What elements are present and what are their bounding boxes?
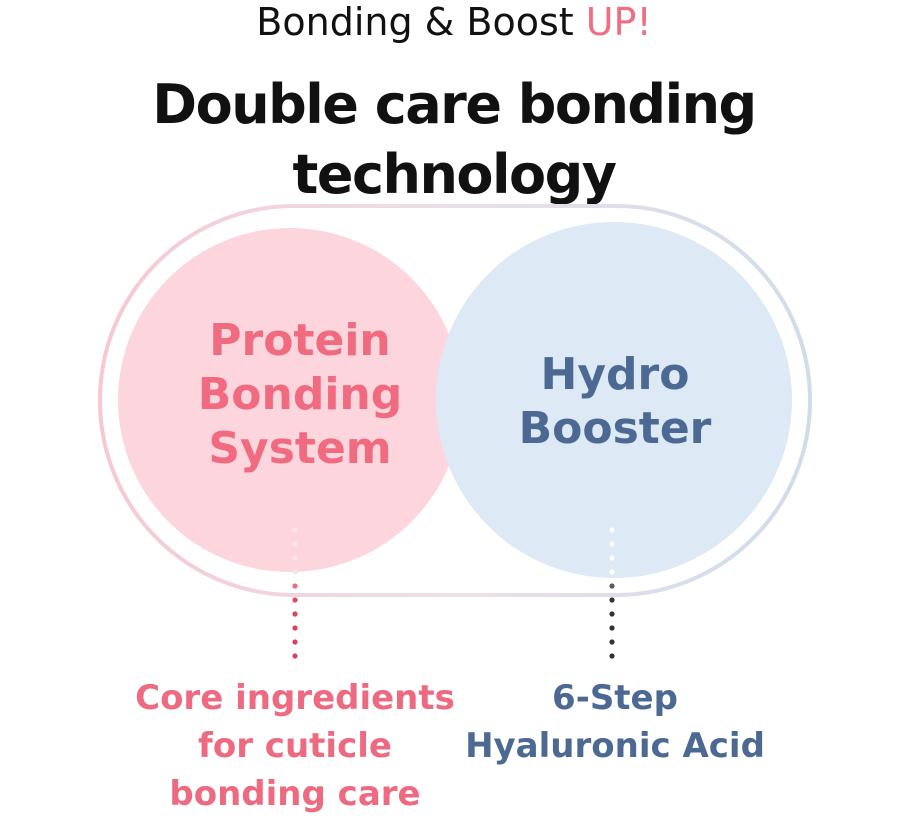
blue-circle (436, 222, 792, 578)
label-line: Bonding (197, 369, 403, 420)
caption-line: bonding care (169, 774, 421, 814)
label-line: System (208, 423, 392, 474)
protein-caption: Core ingredients for cuticle bonding car… (100, 674, 490, 818)
caption-line: for cuticle (198, 726, 392, 766)
pink-circle (118, 228, 462, 572)
pill-outline (98, 204, 812, 597)
caption-line: 6-Step (552, 678, 678, 718)
subtitle-accent: UP! (585, 0, 652, 44)
label-line: Protein (209, 315, 391, 366)
subtitle: Bonding & Boost UP! (0, 0, 908, 44)
caption-line: Core ingredients (135, 678, 455, 718)
hydro-caption: 6-Step Hyaluronic Acid (430, 674, 800, 770)
hydro-booster-label: Hydro Booster (455, 348, 775, 456)
right-dotted-connector (609, 527, 615, 659)
page-title: Double care bonding technology (152, 73, 757, 206)
caption-line: Hyaluronic Acid (465, 726, 765, 766)
left-dotted-connector (292, 527, 298, 659)
label-line: Booster (518, 403, 712, 454)
label-line: Hydro (540, 349, 690, 400)
protein-bonding-system-label: Protein Bonding System (140, 314, 460, 476)
subtitle-main: Bonding & Boost (256, 0, 586, 44)
